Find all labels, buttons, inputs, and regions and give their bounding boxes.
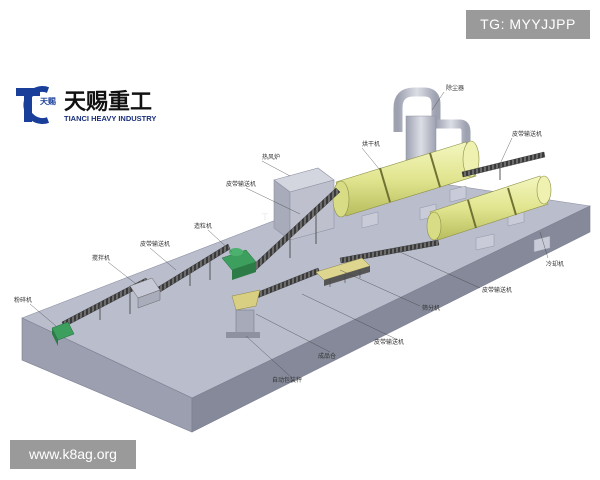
site-watermark: www.k8ag.org <box>10 440 136 469</box>
brand-name-en: TIANCI HEAVY INDUSTRY <box>64 114 156 123</box>
svg-text:T: T <box>262 213 268 223</box>
labels: 粉碎机 搅拌机 皮带输送机 造粒机 热风炉 皮带输送机 烘干机 除尘器 皮带输送… <box>14 84 564 384</box>
label-conveyor-cooler: 皮带输送机 <box>512 130 542 138</box>
brand-name-cn: 天赐重工 <box>64 89 152 115</box>
label-furnace: 热风炉 <box>262 153 280 161</box>
label-cyclone: 除尘器 <box>446 84 464 92</box>
packer-machine <box>226 289 261 338</box>
center-logo-watermark: T TIANCI HEAVY INDUSTRY <box>258 213 383 288</box>
support-blocks <box>361 185 551 253</box>
label-mixer: 搅拌机 <box>92 254 110 262</box>
center-watermark-text: TIANCI HEAVY INDUSTRY <box>258 278 383 288</box>
granulator-machine <box>221 248 257 280</box>
label-conveyor-screen: 皮带输送机 <box>482 286 512 294</box>
label-conveyor-packer: 皮带输送机 <box>374 338 404 346</box>
dryer-drum <box>332 140 480 218</box>
label-cooler: 冷却机 <box>546 260 564 268</box>
label-packer: 自动包装秤 <box>272 376 302 384</box>
label-dryer: 烘干机 <box>362 140 380 148</box>
label-annotations <box>29 91 549 379</box>
logo-chars: 天赐 <box>40 96 56 106</box>
label-conveyor-mixer: 皮带输送机 <box>140 240 170 248</box>
screener-machine <box>315 257 371 287</box>
label-crusher: 粉碎机 <box>14 296 32 304</box>
cooler-drum <box>426 175 552 241</box>
conveyor-4 <box>461 151 546 178</box>
conveyors <box>61 151 546 328</box>
logo-mark-icon: 天赐 <box>16 86 56 124</box>
brand-logo: 天赐 天赐重工 TIANCI HEAVY INDUSTRY <box>16 86 156 124</box>
label-granulator: 造粒机 <box>194 222 212 230</box>
mixer-machine <box>129 277 161 309</box>
label-screener: 筛分机 <box>422 304 440 312</box>
conveyor-5 <box>339 239 440 264</box>
crusher-machine <box>51 321 75 346</box>
label-coating: 成品仓 <box>318 352 336 360</box>
tg-watermark: TG: MYYJJPP <box>466 10 590 39</box>
label-conveyor-granulator: 皮带输送机 <box>226 180 256 188</box>
